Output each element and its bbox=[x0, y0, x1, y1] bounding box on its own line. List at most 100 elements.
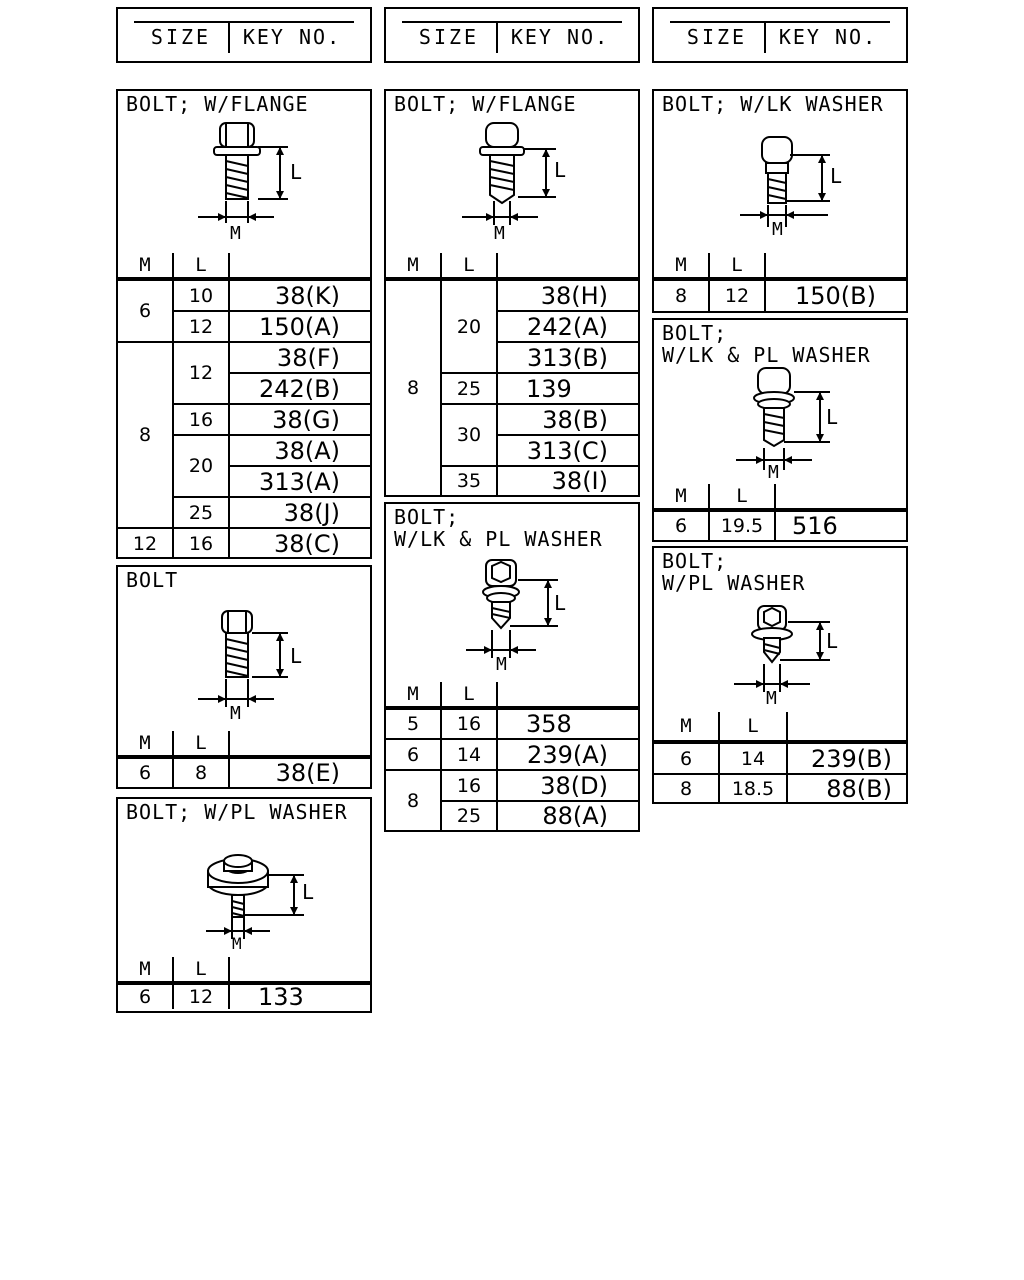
panel-title: BOLT; W/LK WASHER bbox=[662, 92, 884, 116]
cell-l: 16 bbox=[174, 529, 230, 559]
cell-key: 313(C) bbox=[498, 436, 638, 467]
cell-key: 313(B) bbox=[498, 343, 638, 374]
col-header-key bbox=[498, 253, 638, 277]
col-header-l: L bbox=[442, 682, 498, 706]
col-header-l: L bbox=[174, 731, 230, 755]
cell-key: 242(A) bbox=[498, 312, 638, 343]
washer-bolt-icon: L M bbox=[206, 854, 314, 953]
cell-l: 18.5 bbox=[720, 775, 788, 802]
cell-m: 6 bbox=[118, 759, 174, 787]
cell-m: 8 bbox=[118, 343, 174, 529]
flange-bolt-icon: L M bbox=[198, 122, 302, 244]
panel-title: BOLT; W/LK & PL WASHER bbox=[662, 321, 871, 367]
panel-title: BOLT bbox=[126, 568, 179, 592]
cell-l: 16 bbox=[442, 710, 498, 740]
hex-bolt-icon: L M bbox=[198, 610, 302, 724]
cell-key: 38(F) bbox=[230, 343, 370, 374]
cell-l: 35 bbox=[442, 467, 498, 495]
col-header-m: M bbox=[386, 253, 442, 277]
col-header-key bbox=[230, 731, 370, 755]
cell-key: 38(G) bbox=[230, 405, 370, 436]
cell-key: 88(B) bbox=[826, 774, 892, 803]
col-header-m: M bbox=[118, 957, 174, 981]
cell-key: 38(J) bbox=[230, 498, 370, 529]
cell-l: 14 bbox=[720, 744, 788, 775]
col-header-l: L bbox=[174, 957, 230, 981]
flange-bolt-icon: L M bbox=[462, 122, 566, 244]
cell-m: 8 bbox=[386, 281, 442, 495]
col-header-m: M bbox=[654, 253, 710, 277]
col-header-key bbox=[498, 682, 638, 706]
cell-l: 20 bbox=[442, 281, 498, 374]
cell-l: 10 bbox=[174, 281, 230, 312]
cell-key: 239(A) bbox=[498, 740, 638, 771]
col-header-m: M bbox=[118, 731, 174, 755]
dim-m-label: M bbox=[230, 703, 241, 724]
dim-l-label: L bbox=[302, 880, 314, 904]
cell-m: 8 bbox=[654, 775, 720, 802]
cell-l: 30 bbox=[442, 405, 498, 467]
cell-key: 313(A) bbox=[230, 467, 370, 498]
cell-key: 38(C) bbox=[273, 530, 340, 558]
dim-m-label: M bbox=[494, 223, 505, 244]
cell-key: 242(B) bbox=[230, 374, 370, 405]
lock-washer-bolt-icon: L M bbox=[736, 367, 838, 483]
lock-washer-bolt-icon: L M bbox=[740, 136, 842, 240]
col-header-l: L bbox=[710, 484, 776, 508]
cell-l: 14 bbox=[442, 740, 498, 771]
cell-key: 38(H) bbox=[498, 281, 638, 312]
dim-l-label: L bbox=[826, 629, 838, 653]
cell-l: 8 bbox=[174, 759, 230, 787]
size-label: SIZE bbox=[150, 25, 212, 49]
dim-l-label: L bbox=[826, 405, 838, 429]
cell-l: 16 bbox=[442, 771, 498, 802]
cell-key: 150(B) bbox=[795, 282, 876, 310]
panel-bolt: BOLT L M M L 6 8 38(E) bbox=[116, 565, 372, 789]
panel-bolt-w-lk-pl-washer-right: BOLT; W/LK & PL WASHER L M M L 6 19.5 51… bbox=[652, 318, 908, 542]
cell-m: 6 bbox=[118, 281, 174, 343]
cell-l: 25 bbox=[174, 498, 230, 529]
cell-m: 6 bbox=[654, 512, 710, 540]
dim-l-label: L bbox=[290, 644, 302, 668]
panel-bolt-w-lk-washer: BOLT; W/LK WASHER L M M L 8 12 150(B) bbox=[652, 89, 908, 313]
cell-m: 5 bbox=[386, 710, 442, 740]
panel-title: BOLT; W/FLANGE bbox=[126, 92, 309, 116]
col-header-key bbox=[230, 253, 370, 277]
dim-l-label: L bbox=[830, 164, 842, 188]
cell-key: 150(A) bbox=[230, 312, 370, 343]
cell-l: 19.5 bbox=[710, 512, 776, 540]
cell-m: 6 bbox=[654, 744, 720, 775]
cell-key: 239(B) bbox=[788, 744, 906, 775]
dim-l-label: L bbox=[554, 158, 566, 182]
cell-l: 25 bbox=[442, 802, 498, 830]
cell-key: 133 bbox=[258, 983, 304, 1011]
cell-key: 38(A) bbox=[230, 436, 370, 467]
col-header-l: L bbox=[174, 253, 230, 277]
cell-key: 38(B) bbox=[498, 405, 638, 436]
dim-m-label: M bbox=[496, 654, 507, 675]
col-header-l: L bbox=[720, 712, 788, 740]
cell-key: 38(I) bbox=[551, 467, 608, 495]
cell-l: 20 bbox=[174, 436, 230, 498]
dim-m-label: M bbox=[766, 688, 777, 709]
col-header-key bbox=[776, 484, 906, 508]
size-label: SIZE bbox=[686, 25, 748, 49]
panel-bolt-w-pl-washer-left: BOLT; W/PL WASHER L M M L 6 12 133 bbox=[116, 797, 372, 1013]
cell-m: 8 bbox=[386, 771, 442, 830]
dim-m-label: M bbox=[772, 219, 783, 240]
cell-l: 12 bbox=[174, 985, 230, 1009]
cell-l: 12 bbox=[174, 343, 230, 405]
dim-l-label: L bbox=[290, 160, 302, 184]
panel-bolt-w-flange-left: BOLT; W/FLANGE L M M L 6 10 38(K) 12 150… bbox=[116, 89, 372, 559]
cell-key: 88(A) bbox=[542, 802, 608, 830]
dim-m-label: M bbox=[232, 934, 242, 953]
dim-l-label: L bbox=[554, 591, 566, 615]
panel-title: BOLT; W/PL WASHER bbox=[126, 800, 348, 824]
col-header-key bbox=[766, 253, 906, 277]
cell-key: 38(E) bbox=[275, 759, 340, 787]
panel-title: BOLT; W/FLANGE bbox=[394, 92, 577, 116]
cell-m: 6 bbox=[118, 985, 174, 1009]
